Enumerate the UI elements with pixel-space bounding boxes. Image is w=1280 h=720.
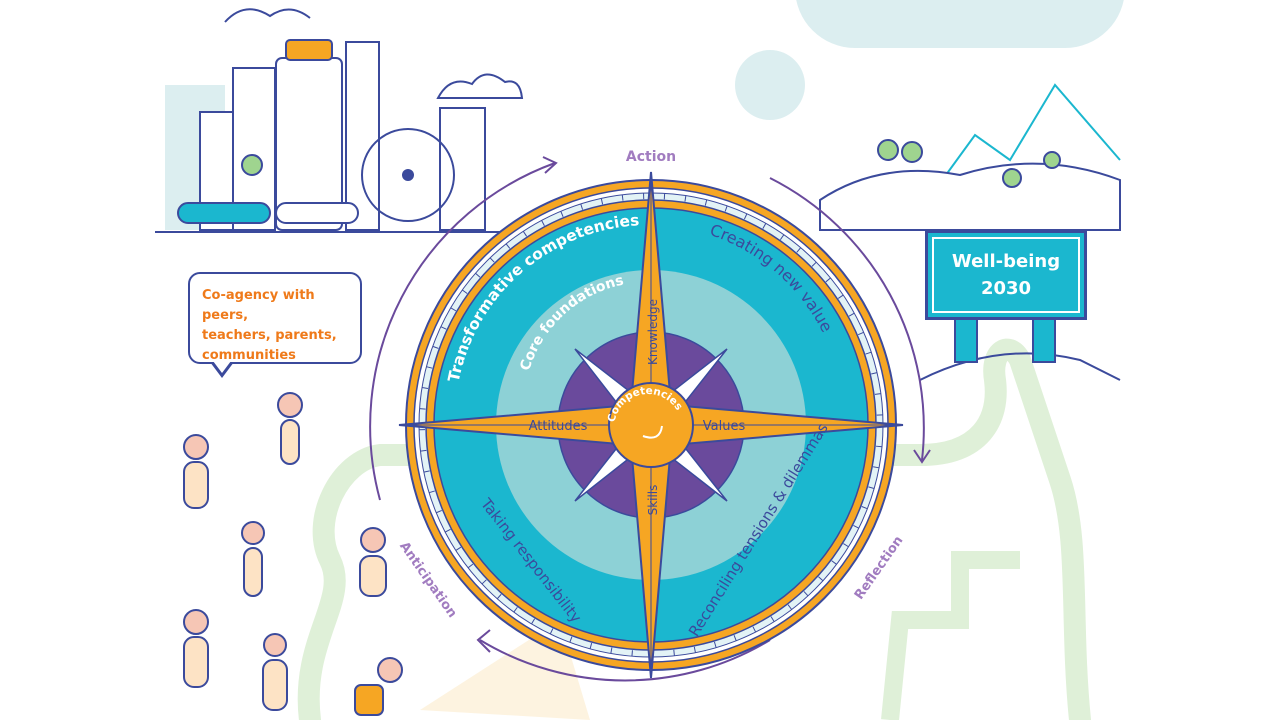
signpost-leg-left — [954, 317, 978, 363]
person-body — [262, 659, 288, 711]
speech-bubble-tail-fill — [213, 361, 231, 373]
person-head — [183, 609, 209, 635]
person-head — [241, 521, 265, 545]
signpost-hill — [919, 352, 1121, 381]
hill-tree-1 — [877, 139, 899, 161]
arrow-top-right — [769, 177, 925, 461]
arrow-bottom — [479, 639, 771, 682]
person-head — [377, 657, 403, 683]
signpost-border — [932, 237, 1080, 313]
signpost-leg-right — [1032, 317, 1056, 363]
arrowhead-right — [913, 449, 931, 464]
arrow-top-left — [369, 162, 556, 501]
people-group — [183, 392, 403, 716]
green-path — [297, 338, 1091, 720]
city-tower-cap — [285, 39, 333, 61]
person-body — [243, 547, 263, 597]
city-building-3 — [345, 41, 380, 231]
person-head — [263, 633, 287, 657]
city-cloud — [436, 73, 524, 99]
background-landscape — [155, 8, 1121, 720]
label-values: Values — [703, 419, 746, 434]
person-body — [183, 636, 209, 688]
green-path-2 — [881, 551, 1020, 720]
hill-tree-3 — [1002, 168, 1022, 188]
signpost-line-2: 2030 — [980, 278, 1032, 299]
arrowhead-top-left — [542, 156, 558, 174]
speech-line-1: Co-agency with peers, — [202, 288, 315, 323]
person-body — [359, 555, 387, 597]
label-knowledge: Knowledge — [646, 299, 660, 365]
well-being-signpost: Well-being 2030 — [925, 230, 1087, 320]
co-agency-speech-bubble: Co-agency with peers, teachers, parents,… — [188, 272, 362, 364]
person-body — [183, 461, 209, 509]
learning-compass — [398, 171, 904, 679]
compass-center-disc — [608, 382, 694, 468]
train-car-1 — [177, 202, 271, 224]
sky-sun-circle — [735, 50, 805, 120]
train-car-2 — [275, 202, 359, 224]
label-action: Action — [626, 149, 676, 165]
signpost-line-1: Well-being — [951, 251, 1061, 272]
sky-cloud-small — [224, 8, 311, 23]
hill-tree-2 — [901, 141, 923, 163]
arrowhead-bottom — [476, 629, 491, 653]
person-backpack — [354, 684, 384, 716]
mountains — [934, 83, 1121, 191]
speech-line-3: communities — [202, 348, 296, 363]
city-building-4 — [439, 107, 486, 231]
person-head — [360, 527, 386, 553]
person-body — [280, 419, 300, 465]
cycle-arrows — [369, 156, 931, 682]
ferris-wheel-hub — [402, 169, 414, 181]
person-head — [183, 434, 209, 460]
label-attitudes: Attitudes — [529, 419, 588, 434]
hill-tree-4 — [1043, 151, 1061, 169]
ferris-wheel — [361, 128, 455, 222]
label-skills: Skills — [646, 485, 660, 516]
city-tree — [241, 154, 263, 176]
person-head — [277, 392, 303, 418]
compass-center-swirl — [642, 425, 663, 439]
green-hill — [819, 162, 1121, 231]
speech-line-2: teachers, parents, — [202, 328, 337, 343]
top-cloud-shape — [795, 0, 1125, 48]
